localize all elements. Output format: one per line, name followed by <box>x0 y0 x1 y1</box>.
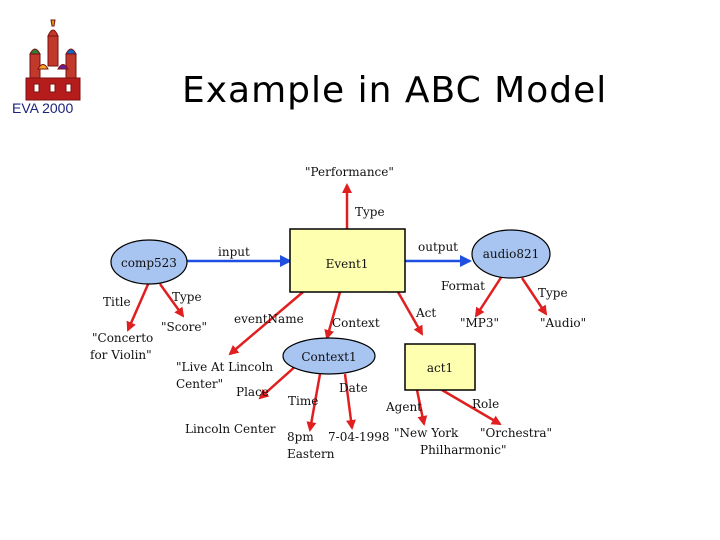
edge-role <box>441 388 502 426</box>
edge-time <box>306 373 322 432</box>
context1-label: Context1 <box>301 350 356 364</box>
edge-format <box>474 275 504 318</box>
edge-label-title: Title <box>103 295 131 309</box>
edge-type-audio <box>520 277 548 316</box>
comp523-label: comp523 <box>121 256 177 270</box>
edge-label-event-name: eventName <box>234 312 304 326</box>
eva-badge: EVA 2000 <box>12 100 74 116</box>
value-new-york-line2: Philharmonic" <box>420 443 507 457</box>
edge-label-act: Act <box>415 306 436 320</box>
value-new-york-line1: "New York <box>394 426 459 440</box>
edge-title <box>126 281 151 332</box>
value-audio: "Audio" <box>540 316 586 330</box>
edge-label-type-top: Type <box>355 205 385 219</box>
edge-context <box>324 291 342 340</box>
value-score: "Score" <box>161 320 207 334</box>
value-live-line2: Center" <box>176 377 223 391</box>
value-concerto-line2: for Violin" <box>90 348 152 362</box>
edge-label-type-audio: Type <box>538 286 568 300</box>
audio821-ellipse <box>471 229 551 279</box>
edge-date <box>343 373 356 430</box>
audio821-label: audio821 <box>483 247 540 261</box>
act1-label: act1 <box>427 361 453 375</box>
value-concerto-line1: "Concerto <box>92 331 153 345</box>
edge-label-output: output <box>418 240 458 254</box>
edge-label-type-score: Type <box>172 290 202 304</box>
edge-agent <box>415 389 428 426</box>
value-orchestra: "Orchestra" <box>480 426 552 440</box>
comp523-ellipse <box>110 239 188 285</box>
edge-label-input: input <box>218 245 250 259</box>
context1-ellipse <box>282 337 376 375</box>
edge-label-time: Time <box>288 394 318 408</box>
edge-label-agent: Agent <box>385 400 422 414</box>
edge-label-role: Role <box>472 397 499 411</box>
value-lincoln-center: Lincoln Center <box>185 422 276 436</box>
act1-box <box>404 343 476 391</box>
event1-box <box>289 228 406 293</box>
value-live-line1: "Live At Lincoln <box>176 360 273 374</box>
edge-event-name <box>228 291 304 356</box>
edge-act <box>396 291 424 336</box>
kremlin-logo-icon <box>8 14 98 124</box>
edge-label-date: Date <box>339 381 368 395</box>
value-performance: "Performance" <box>305 165 394 179</box>
value-time-line1: 8pm <box>287 430 314 444</box>
page-title: Example in ABC Model <box>182 70 608 111</box>
value-time-line2: Eastern <box>287 447 335 461</box>
value-mp3: "MP3" <box>460 316 499 330</box>
edge-label-place: Place <box>236 385 269 399</box>
value-date: 7-04-1998 <box>328 430 390 444</box>
edge-place <box>258 363 299 400</box>
event1-label: Event1 <box>326 257 369 271</box>
edge-label-context: Context <box>332 316 380 330</box>
edge-type-score <box>158 283 185 318</box>
edge-label-format: Format <box>441 279 485 293</box>
